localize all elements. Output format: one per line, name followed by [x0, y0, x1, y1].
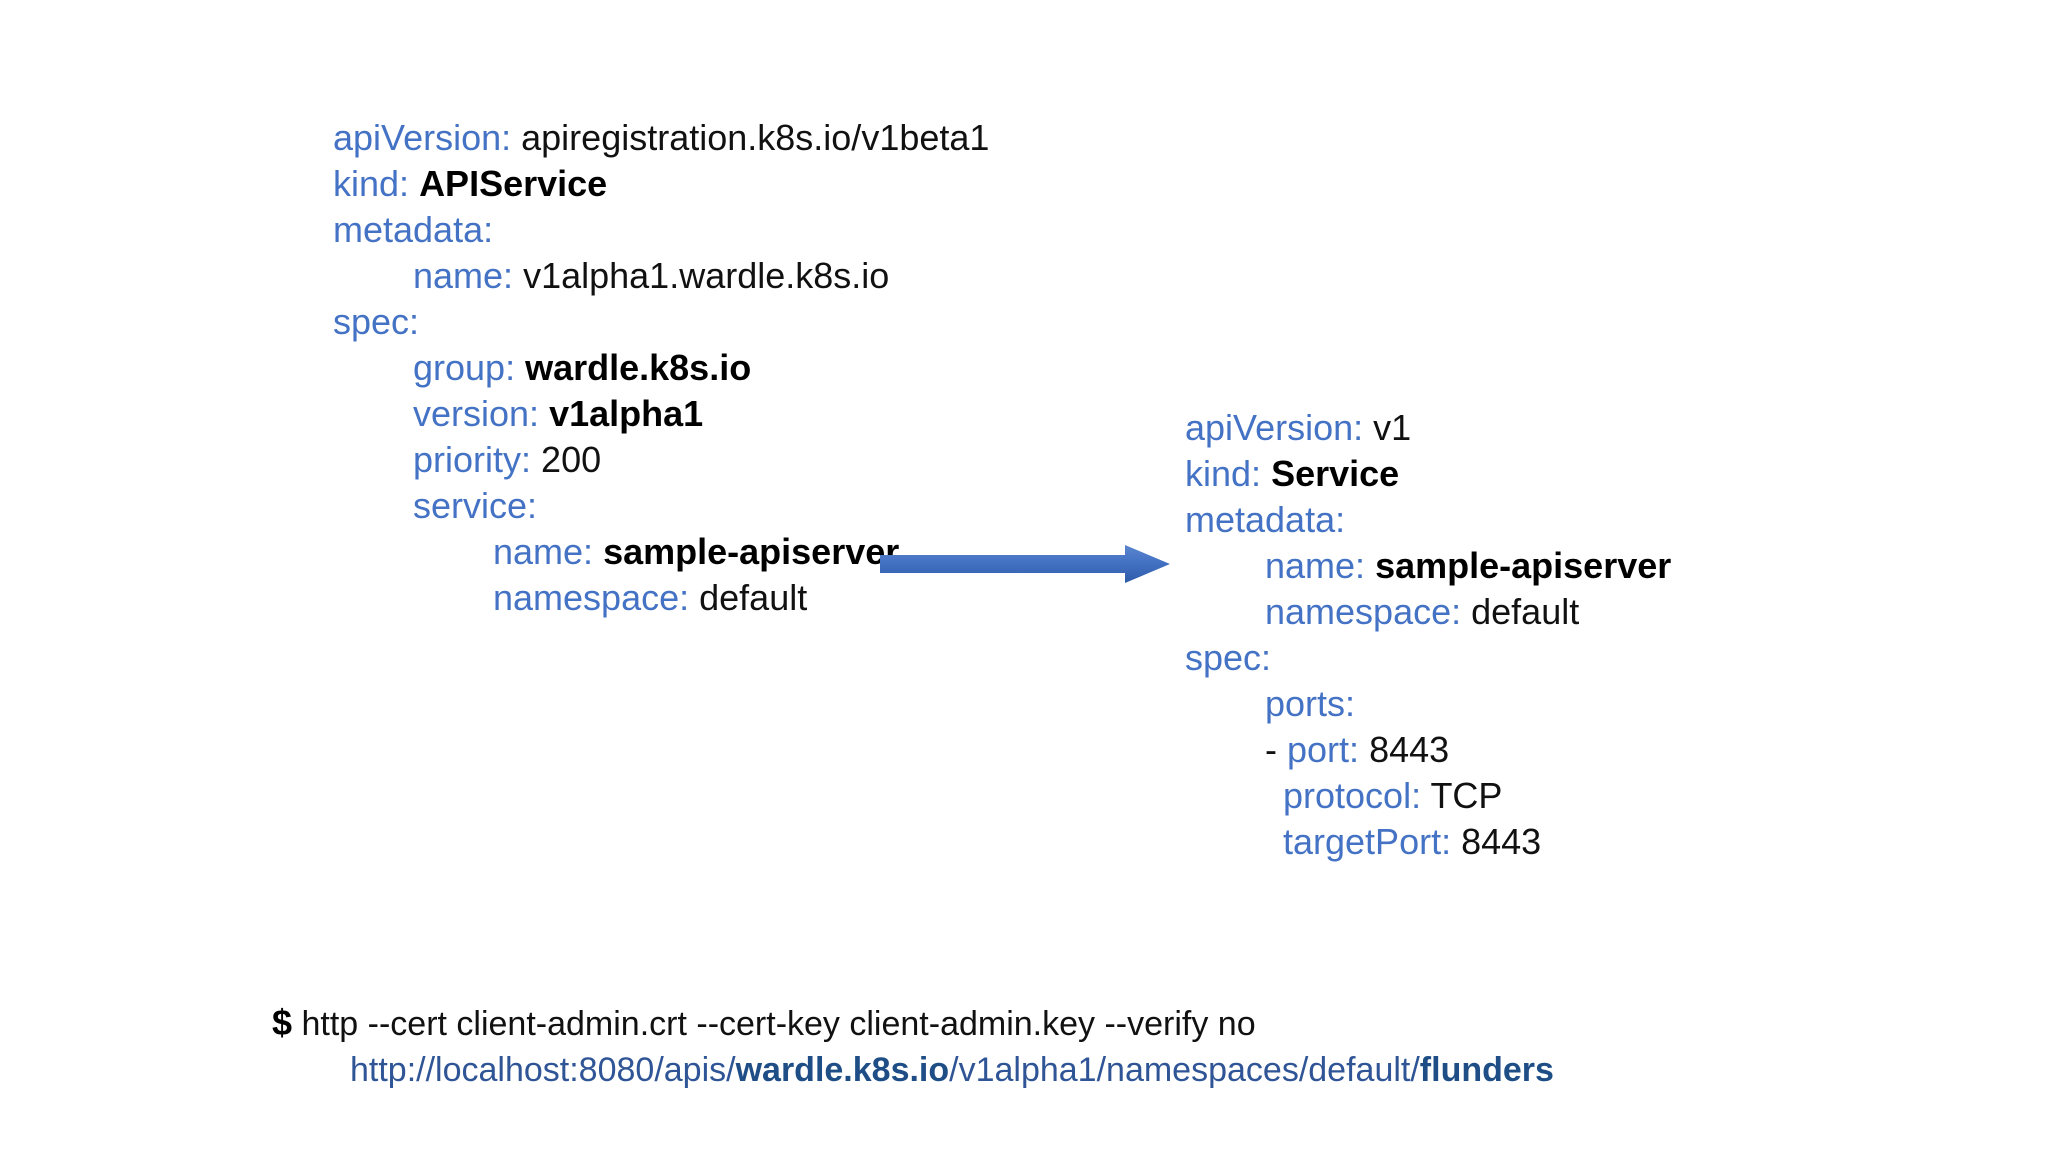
command-line-url[interactable]: http://localhost:8080/apis/wardle.k8s.io…: [272, 1047, 1554, 1093]
yaml-value: Service: [1271, 453, 1400, 494]
yaml-key: ports:: [1265, 683, 1356, 724]
yaml-line: kind: Service: [1185, 451, 1671, 497]
yaml-key: priority:: [413, 439, 532, 480]
yaml-value: v1: [1373, 407, 1412, 448]
yaml-line: version: v1alpha1: [333, 391, 989, 437]
yaml-key: name:: [1265, 545, 1366, 586]
yaml-line: targetPort: 8443: [1185, 819, 1671, 865]
yaml-key: version:: [413, 393, 540, 434]
yaml-line: metadata:: [333, 207, 989, 253]
yaml-value: v1alpha1: [549, 393, 704, 434]
yaml-key: targetPort:: [1283, 821, 1452, 862]
yaml-key: kind:: [1185, 453, 1262, 494]
yaml-value: TCP: [1430, 775, 1503, 816]
yaml-value: sample-apiserver: [603, 531, 900, 572]
url-segment: http://localhost:8080/apis/: [350, 1051, 736, 1089]
yaml-line: namespace: default: [333, 575, 989, 621]
yaml-key: name:: [413, 255, 514, 296]
yaml-key: namespace:: [493, 577, 690, 618]
yaml-value: v1alpha1.wardle.k8s.io: [523, 255, 890, 296]
yaml-line: ports:: [1185, 681, 1671, 727]
yaml-line: apiVersion: v1: [1185, 405, 1671, 451]
arrow-right-icon: [880, 545, 1170, 583]
yaml-line: kind: APIService: [333, 161, 989, 207]
yaml-value: 8443: [1369, 729, 1450, 770]
yaml-line: protocol: TCP: [1185, 773, 1671, 819]
yaml-key: group:: [413, 347, 516, 388]
yaml-line: metadata:: [1185, 497, 1671, 543]
yaml-list-dash: -: [1265, 729, 1287, 770]
url-segment-highlight: wardle.k8s.io: [735, 1051, 950, 1089]
command-block: $ http --cert client-admin.crt --cert-ke…: [272, 1000, 1554, 1093]
url-segment-highlight: flunders: [1419, 1051, 1554, 1089]
yaml-value: default: [1471, 591, 1580, 632]
yaml-value: 8443: [1461, 821, 1542, 862]
yaml-key: port:: [1287, 729, 1360, 770]
yaml-value: wardle.k8s.io: [525, 347, 752, 388]
yaml-line: group: wardle.k8s.io: [333, 345, 989, 391]
yaml-line: spec:: [333, 299, 989, 345]
yaml-line: apiVersion: apiregistration.k8s.io/v1bet…: [333, 115, 989, 161]
apiservice-manifest-block: apiVersion: apiregistration.k8s.io/v1bet…: [333, 115, 989, 621]
yaml-key: metadata:: [333, 209, 494, 250]
yaml-line: name: v1alpha1.wardle.k8s.io: [333, 253, 989, 299]
yaml-value: sample-apiserver: [1375, 545, 1672, 586]
yaml-key: service:: [413, 485, 538, 526]
command-text: http --cert client-admin.crt --cert-key …: [301, 1005, 1256, 1043]
yaml-key: kind:: [333, 163, 410, 204]
shell-prompt: $: [272, 1002, 293, 1043]
yaml-key: name:: [493, 531, 594, 572]
yaml-line: namespace: default: [1185, 589, 1671, 635]
yaml-key: apiVersion:: [333, 117, 512, 158]
yaml-line: name: sample-apiserver: [333, 529, 989, 575]
yaml-line: priority: 200: [333, 437, 989, 483]
yaml-value: APIService: [419, 163, 608, 204]
command-line-invocation: $ http --cert client-admin.crt --cert-ke…: [272, 1000, 1554, 1047]
apiservice-to-service-arrow: [880, 545, 1180, 585]
yaml-line: - port: 8443: [1185, 727, 1671, 773]
yaml-key: namespace:: [1265, 591, 1462, 632]
yaml-line: service:: [333, 483, 989, 529]
yaml-key: spec:: [1185, 637, 1272, 678]
yaml-value: apiregistration.k8s.io/v1beta1: [521, 117, 990, 158]
yaml-key: spec:: [333, 301, 420, 342]
yaml-key: metadata:: [1185, 499, 1346, 540]
url-segment: /v1alpha1/namespaces/default/: [949, 1051, 1420, 1089]
yaml-line: name: sample-apiserver: [1185, 543, 1671, 589]
yaml-key: apiVersion:: [1185, 407, 1364, 448]
yaml-key: protocol:: [1283, 775, 1422, 816]
yaml-value: 200: [541, 439, 602, 480]
yaml-value: default: [699, 577, 808, 618]
yaml-line: spec:: [1185, 635, 1671, 681]
